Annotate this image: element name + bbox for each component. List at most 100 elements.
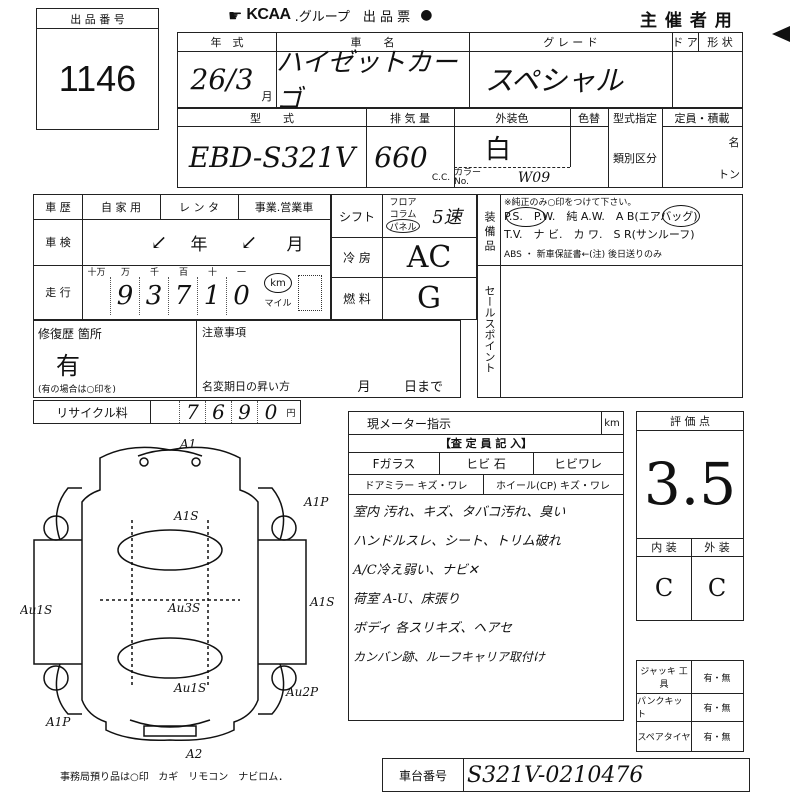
color-no-label: カラー No. [454, 168, 482, 187]
digit-label: 千 [149, 267, 159, 278]
inspector-block: 現メーター指示 km 【査 定 員 記 入】 Fガラス ヒビ 石 ヒビワレ ドア… [348, 411, 624, 721]
shift-value: 5速 [432, 207, 462, 228]
recycle-digit: 0 [264, 400, 278, 424]
private-use-option[interactable]: 自 家 用 [101, 201, 141, 214]
sales-point-label: セールスポイント [483, 285, 496, 373]
rental-option[interactable]: レ ン タ [179, 201, 219, 214]
ps-circle [506, 207, 546, 227]
equipment-line-1: P.S. P.W. 純 A.W. A B(エアバッグ) [504, 210, 698, 223]
recycle-digit: 6 [206, 400, 232, 424]
meter-km-unit: km [604, 417, 620, 429]
chassis-number-block: 車台番号 S321V-0210476 [382, 758, 750, 792]
mileage-digit: 3 [140, 277, 169, 315]
km-option[interactable]: km [264, 273, 292, 293]
inspector-note-line: ハンドルスレ、シート、トリム破れ [353, 534, 561, 549]
recycle-unit: 円 [286, 408, 296, 419]
vehicle-info-row2: 型 式 排 気 量 外装色 色替 型式指定 定員・積載 類別区分 名 トン EB… [177, 108, 743, 188]
chassis-number-label: 車台番号 [398, 768, 447, 783]
persons-unit: 名 [728, 135, 740, 149]
diagram-mark: Au1S [20, 603, 52, 617]
ac-value: AC [406, 239, 452, 275]
lot-number-value: 1146 [58, 58, 137, 99]
interior-label: 内 装 [651, 541, 677, 554]
interior-grade: C [654, 574, 674, 602]
diagram-mark: A1 [179, 437, 196, 451]
tools-block: ジャッキ 工 具 有・無 パンクキット 有・無 スペアタイヤ 有・無 [636, 660, 744, 752]
displacement-label: 排 気 量 [390, 111, 430, 125]
model-label: 型 式 [250, 111, 294, 125]
airbag-circle [662, 205, 700, 227]
lot-number-box: 出 品 番 号 1146 [36, 8, 159, 130]
repair-history-label: 修復歴 箇所 [38, 326, 102, 341]
inspector-note-line: 室内 汚れ、キズ、タバコ汚れ、臭い [353, 505, 566, 520]
category-label: 類別区分 [613, 151, 657, 165]
equipment-block: 装 備 品 ※純正のみ○印をつけて下さい。 P.S. P.W. 純 A.W. A… [477, 194, 743, 398]
equipment-note: ※純正のみ○印をつけて下さい。 [504, 198, 637, 208]
equipment-label: 装 備 品 [483, 211, 496, 251]
puncture-yes-no[interactable]: 有・無 [703, 703, 731, 714]
inspection-month-mark: ↙ [240, 230, 258, 254]
diagram-mark: A1S [173, 509, 199, 523]
rating-score: 3.5 [643, 450, 737, 518]
wheel-state[interactable]: キズ・ワレ [560, 480, 610, 492]
digit-label: 十 [207, 267, 217, 278]
equipment-line-2: T.V. ナ ビ. カ ワ. S R(サンルーフ) [504, 228, 695, 241]
office-items-label: 事務局預り品は○印 [60, 772, 149, 783]
inspector-section-label: 【査 定 員 記 入】 [439, 437, 533, 450]
inspector-note-line: ボディ 各スリキズ、ヘアセ [353, 621, 512, 636]
windshield-chip-option[interactable]: ヒビ 石 [466, 456, 506, 471]
digit-label: 百 [178, 267, 188, 278]
spare-tire-label: スペアタイヤ [637, 732, 691, 743]
brand-name: KCAA [246, 6, 291, 23]
repair-history-value: 有 [56, 351, 80, 380]
recycle-digit [154, 401, 180, 423]
mileage-check-box[interactable] [298, 275, 322, 311]
car-name-label: 車 名 [350, 36, 395, 49]
windshield-crack-option[interactable]: ヒビワレ [553, 456, 602, 471]
panel-option[interactable]: パネル [386, 219, 420, 233]
diagram-mark: A2 [185, 747, 202, 760]
diagram-mark: A1P [45, 715, 71, 729]
year-month-unit: 月 [261, 90, 273, 103]
spare-yes-no[interactable]: 有・無 [703, 732, 731, 743]
jack-yes-no[interactable]: 有・無 [703, 673, 731, 684]
exterior-label: 外 装 [704, 541, 730, 554]
equipment-line-3: ABS ・ 新車保証書←(注) 後日送りのみ [504, 249, 663, 260]
mileage-digit: 0 [233, 281, 250, 311]
dot-icon: ● [420, 7, 433, 23]
digit-label: 万 [120, 267, 130, 278]
floor-option[interactable]: フロア [389, 197, 417, 208]
inspector-note-line: カンバン跡、ルーフキャリア取付け [353, 650, 545, 664]
name-change-day: 日まで [404, 379, 444, 395]
jack-label: ジャッキ 工 具 [640, 667, 688, 690]
specs-block: シフト フロア コラム パネル 5速 冷 房 AC 燃 料 G [331, 194, 477, 320]
history-block: 車 歴 自 家 用 レ ン タ 事業.営業車 車 検 ↙ 年 ↙ 月 走 行 十… [33, 194, 331, 320]
displacement-value: 660 [374, 140, 428, 174]
model-value: EBD-S321V [188, 140, 356, 174]
corner-mark-icon [772, 26, 790, 42]
column-option[interactable]: コラム [389, 209, 417, 220]
digit-label: 一 [236, 267, 246, 278]
inspection-month-unit: 月 [286, 234, 304, 255]
vehicle-info-row1: 年 式 車 名 グ レ ー ド ド ア 形 状 26/3 月 ハイゼットカーゴ … [177, 32, 743, 115]
fuel-label: 燃 料 [343, 291, 371, 306]
recycle-digit: 9 [232, 400, 258, 424]
shift-label: シフト [338, 209, 375, 224]
name-change-label: 名変期日の昇い方 [202, 380, 290, 393]
inspector-notes: 室内 汚れ、キズ、タバコ汚れ、臭い ハンドルスレ、シート、トリム破れ A/C冷え… [353, 498, 621, 672]
tons-unit: トン [718, 167, 740, 181]
mileage-digit: 1 [198, 277, 227, 315]
model-designation-label: 型式指定 [613, 111, 657, 125]
inspection-label: 車 検 [45, 236, 71, 249]
diagram-mark: Au1S [173, 681, 206, 695]
mile-option[interactable]: マイル [264, 298, 292, 309]
lot-number-label: 出 品 番 号 [37, 9, 158, 29]
chassis-number-value: S321V-0210476 [467, 762, 644, 788]
inspector-note-line: 荷室 A-U、床張り [353, 592, 460, 607]
mirror-state[interactable]: キズ・ワレ [417, 480, 468, 492]
exterior-color-label: 外装色 [495, 111, 529, 125]
grade-value: スペシャル [484, 64, 624, 97]
recycle-fee-digits: 7 6 9 0 [154, 400, 284, 424]
business-option[interactable]: 事業.営業車 [254, 201, 314, 214]
form-title: ☛ KCAA .グループ 出 品 票 ● [228, 4, 432, 26]
